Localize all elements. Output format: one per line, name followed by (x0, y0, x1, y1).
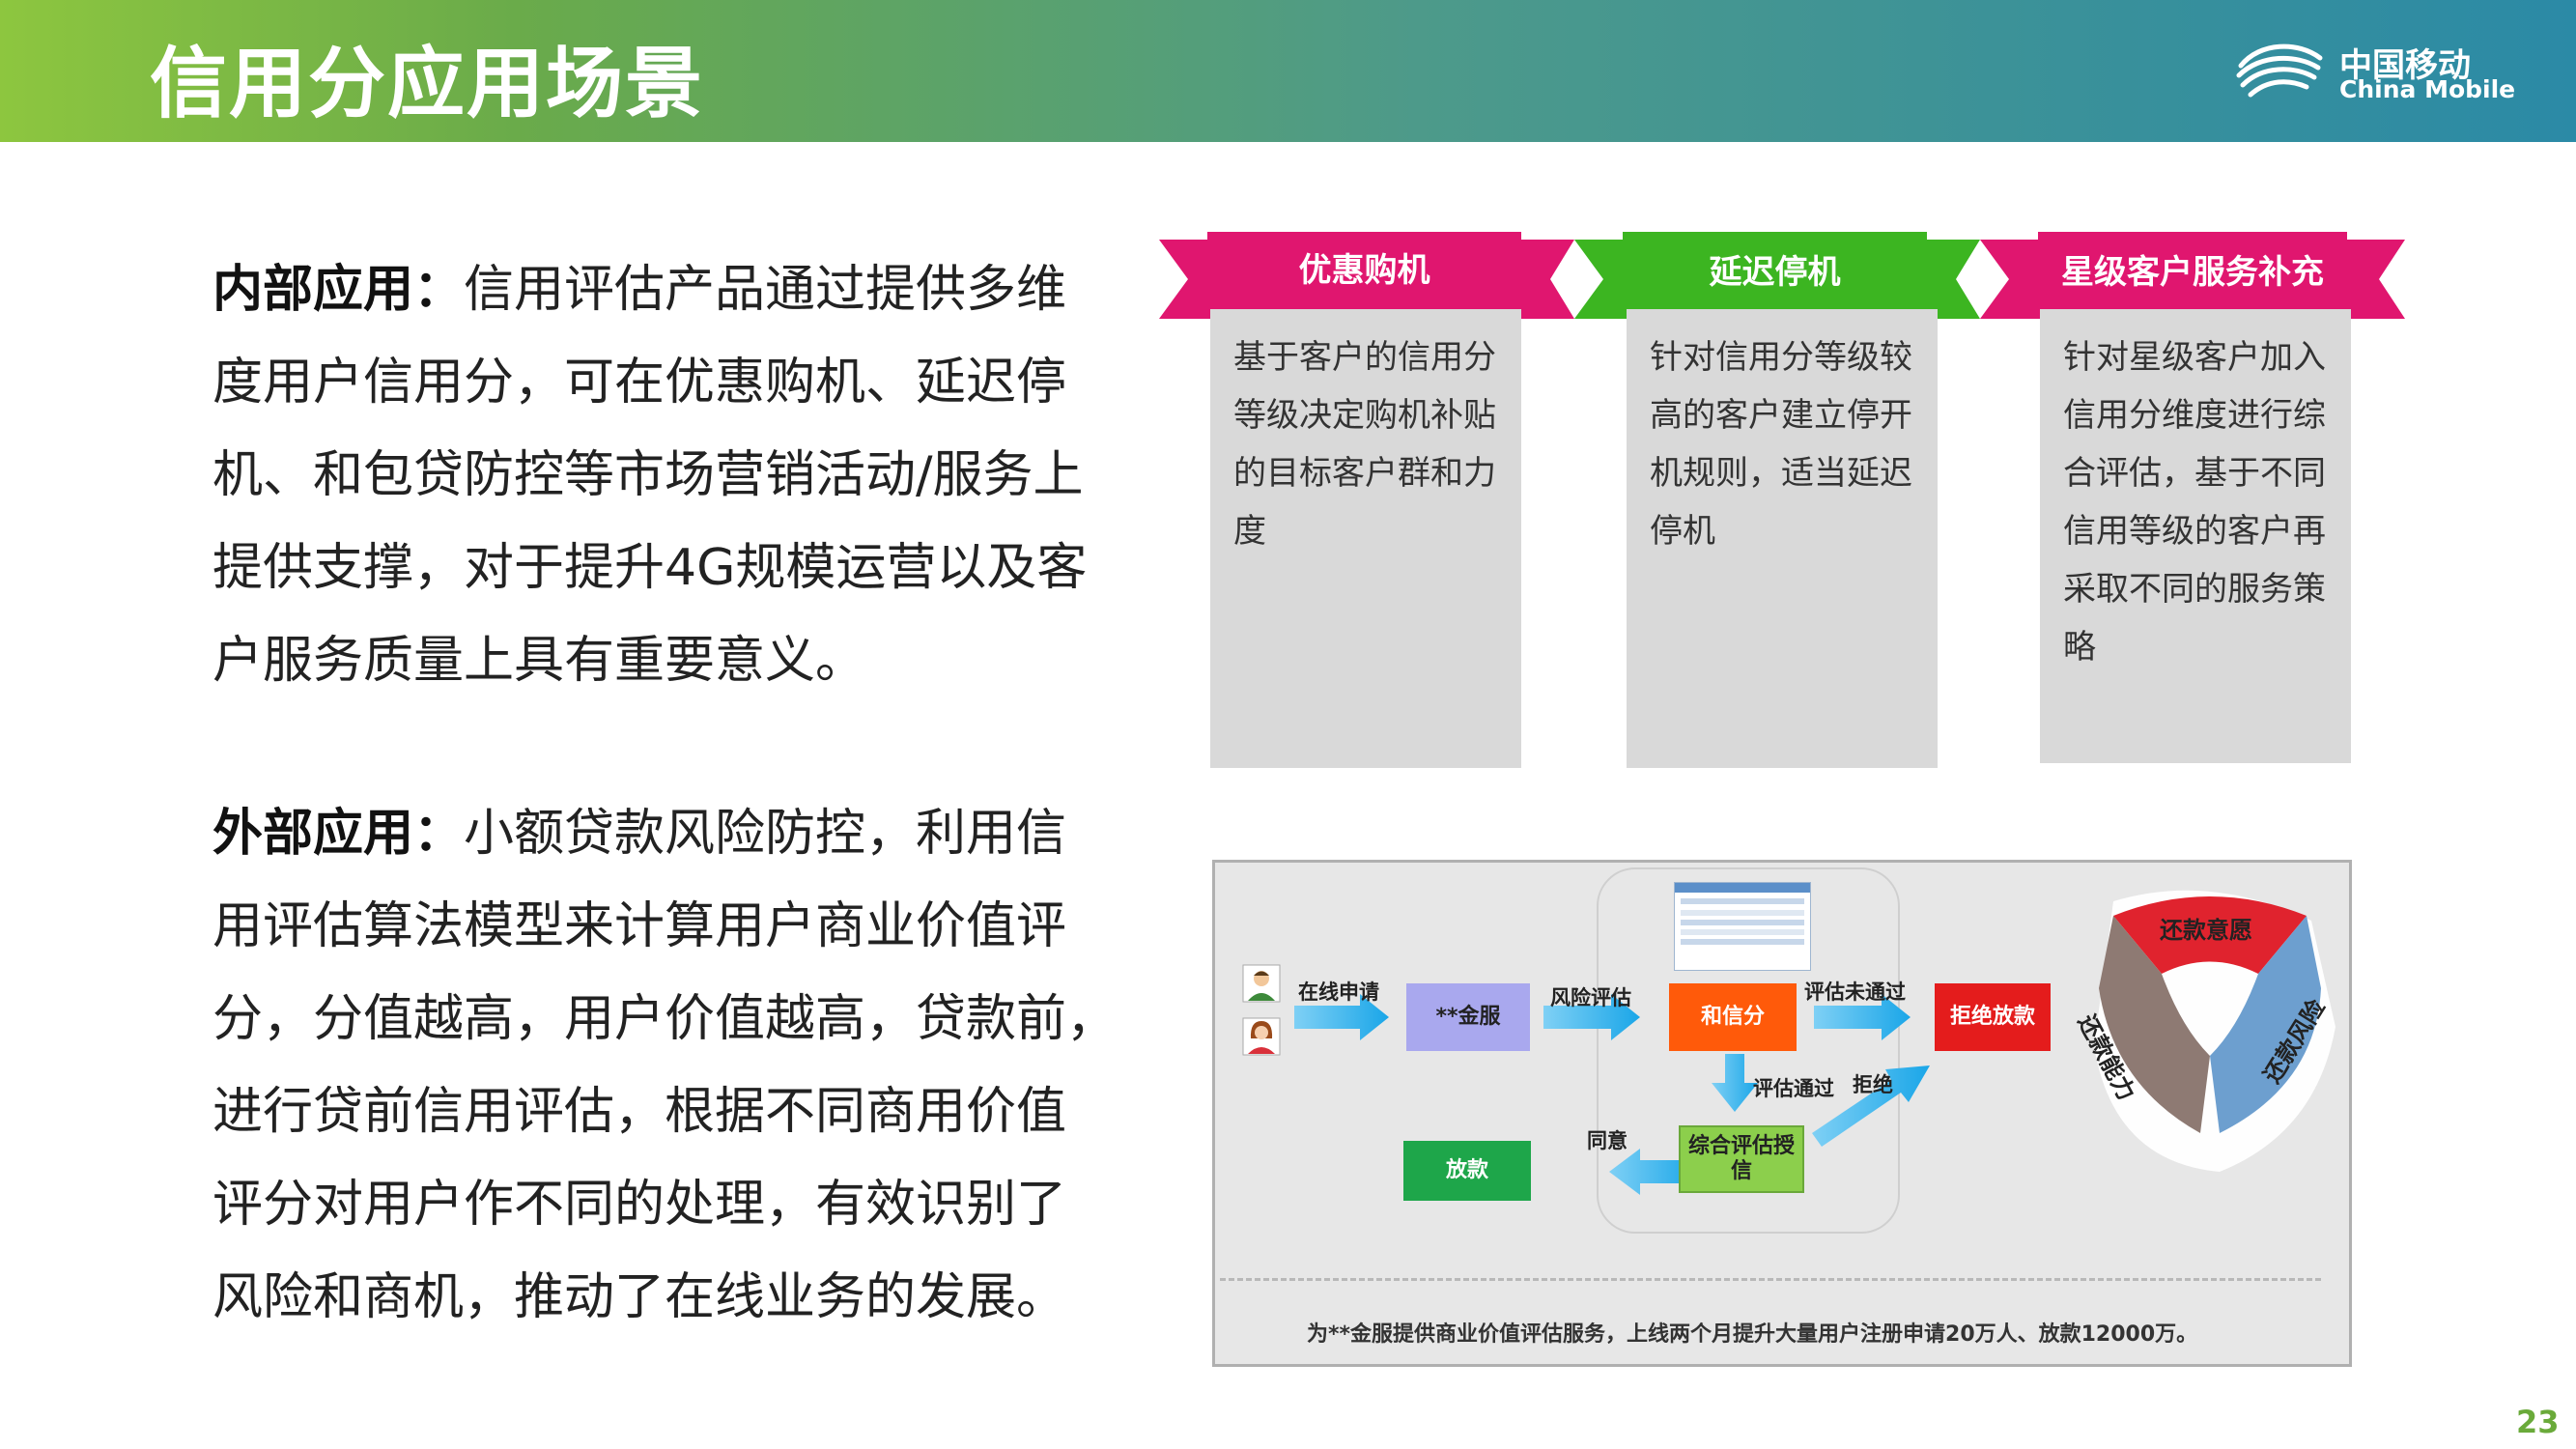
label-reject: 拒绝 (1853, 1073, 1893, 1096)
card-line: 采取不同的服务策 (2063, 570, 2326, 609)
box-reject-loan: 拒绝放款 (1935, 983, 2051, 1051)
logo-text-en: China Mobile (2339, 75, 2516, 103)
arrow-reject-up (1812, 1065, 1930, 1147)
internal-label: 内部应用 (212, 261, 414, 319)
label-online-apply: 在线申请 (1298, 980, 1379, 1004)
page-title: 信用分应用场景 (150, 39, 704, 128)
box-hexinfen: 和信分 (1669, 983, 1797, 1051)
card-line: 合评估，基于不同 (2063, 454, 2326, 493)
card-line: 的目标客户群和力 (1233, 454, 1496, 493)
internal-sep: ： (413, 261, 465, 319)
flow-footnote: 为**金服提供商业价值评估服务，上线两个月提升大量用户注册申请20万人、放款12… (1307, 1322, 2198, 1347)
card-line: 基于客户的信用分 (1233, 338, 1496, 377)
box-jinfu: **金服 (1406, 983, 1530, 1051)
female-user-avatar-icon (1242, 1017, 1281, 1056)
box-comprehensive-credit: 综合评估授信 (1679, 1125, 1804, 1193)
page-number: 23 (2516, 1404, 2560, 1440)
external-line: 用评估算法模型来计算用户商业价值评 (212, 897, 1067, 955)
card-title-discount-purchase: 优惠购机 (1298, 251, 1430, 290)
external-line: 分，分值越高，用户价值越高，贷款前， (212, 990, 1118, 1048)
china-mobile-swirl-icon (2236, 43, 2323, 98)
segment-risk (2210, 916, 2321, 1133)
internal-line: 度用户信用分，可在优惠购机、延迟停 (212, 354, 1067, 412)
logo-text-cn: 中国移动 (2339, 46, 2471, 85)
box-loan: 放款 (1403, 1141, 1531, 1201)
label-repay-willingness: 还款意愿 (2160, 917, 2252, 944)
male-user-avatar-icon (1242, 964, 1281, 1003)
system-screenshot-thumbnail (1674, 882, 1811, 971)
card-line: 停机 (1650, 512, 1715, 551)
card-body-delayed-suspension: 针对信用分等级较 高的客户建立停开 机规则，适当延迟 停机 (1627, 309, 1938, 768)
external-line: 风险和商机，推动了在线业务的发展。 (212, 1268, 1067, 1326)
card-title-star-customer-service: 星级客户服务补充 (2061, 253, 2324, 292)
label-agree: 同意 (1587, 1129, 1628, 1152)
internal-line: 提供支撑，对于提升4G规模运营以及客 (212, 539, 1088, 597)
arrow-eval-fail (1814, 994, 1911, 1040)
header-bar: 信用分应用场景 中国移动 China Mobile (0, 0, 2576, 142)
internal-line: 户服务质量上具有重要意义。 (212, 632, 866, 690)
card-line: 信用等级的客户再 (2063, 512, 2326, 551)
flow-arrows (1294, 994, 1930, 1195)
card-body-discount-purchase: 基于客户的信用分 等级决定购机补贴 的目标客户群和力 度 (1210, 309, 1521, 768)
arrow-eval-pass-down (1712, 1054, 1758, 1112)
card-line: 针对信用分等级较 (1650, 338, 1912, 377)
external-line: 评分对用户作不同的处理，有效识别了 (212, 1176, 1067, 1234)
card-title-delayed-suspension: 延迟停机 (1709, 253, 1841, 292)
internal-line: 机、和包贷防控等市场营销活动/服务上 (212, 446, 1084, 504)
external-line: 进行贷前信用评估，根据不同商用价值 (212, 1083, 1067, 1141)
label-eval-fail: 评估未通过 (1804, 980, 1906, 1004)
arrow-agree-left (1609, 1149, 1698, 1195)
card-line: 针对星级客户加入 (2063, 338, 2326, 377)
card-line: 高的客户建立停开 (1650, 396, 1912, 435)
card-ribbons (1159, 232, 2405, 319)
arrow-apply (1294, 994, 1389, 1040)
label-eval-pass: 评估通过 (1753, 1077, 1834, 1100)
external-application-paragraph: 外部应用：小额贷款风险防控，利用信 用评估算法模型来计算用户商业价值评 分，分值… (212, 787, 1140, 1344)
internal-line: 信用评估产品通过提供多维 (464, 261, 1067, 319)
segment-willingness (2113, 896, 2307, 974)
internal-application-paragraph: 内部应用：信用评估产品通过提供多维 度用户信用分，可在优惠购机、延迟停 机、和包… (212, 243, 1140, 707)
repayment-ring-diagram (2094, 890, 2335, 1172)
card-line: 机规则，适当延迟 (1650, 454, 1912, 493)
card-body-star-customer-service: 针对星级客户加入 信用分维度进行综 合评估，基于不同 信用等级的客户再 采取不同… (2040, 309, 2351, 763)
external-label: 外部应用 (212, 805, 414, 863)
external-line: 小额贷款风险防控，利用信 (464, 805, 1067, 863)
label-risk-evaluation: 风险评估 (1550, 986, 1631, 1009)
card-line: 略 (2063, 628, 2096, 667)
card-line: 等级决定购机补贴 (1233, 396, 1496, 435)
segment-ability (2099, 916, 2210, 1133)
external-sep: ： (413, 805, 465, 863)
card-line: 信用分维度进行综 (2063, 396, 2326, 435)
divider (1220, 1278, 2321, 1281)
china-mobile-logo: 中国移动 China Mobile (2231, 37, 2521, 104)
loan-flow-panel: 在线申请 **金服 风险评估 和信分 评估未通过 拒绝放款 评估通过 拒绝 综合… (1212, 860, 2352, 1367)
evaluation-region (1597, 867, 1900, 1234)
card-line: 度 (1233, 512, 1266, 551)
arrow-risk-eval (1543, 994, 1640, 1040)
